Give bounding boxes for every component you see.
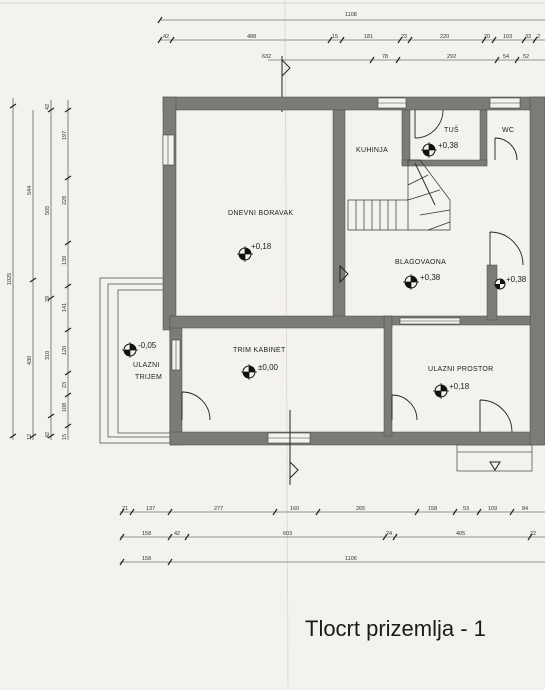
entrance-steps [456,444,533,472]
dim-top-r2-3: 181 [364,34,373,40]
dim-bottom-r1-6: 53 [463,506,469,512]
dim-bottom-r1-8: 84 [522,506,528,512]
dim-top-r2-6: 20 [484,34,490,40]
dim-top-total: 1108 [345,12,357,18]
dimension-lines-left [12,98,69,440]
level-label-boravak: +0,18 [251,242,272,251]
room-label-tus: TUŠ [444,125,459,134]
dim-left-c3-4: 42 [45,432,51,438]
dim-top-r2-1: 488 [247,34,256,40]
dim-top-r2-4: 23 [401,34,407,40]
level-marker-wc-entry [494,278,506,290]
dim-bottom-r1-2: 277 [214,506,223,512]
room-label-wc: WC [502,127,514,134]
dimension-lines-bottom [120,511,545,563]
level-marker-tus [421,142,437,158]
dim-bottom-r1-4: 265 [356,506,365,512]
dim-bottom-r1-7: 109 [488,506,497,512]
walls [162,96,545,446]
dim-bottom-r1-0: 21 [122,506,128,512]
dim-top-r3-2: 292 [447,54,456,60]
dim-top-r2-7: 103 [503,34,512,40]
dim-left-c2-2: 12 [27,434,33,440]
dim-bottom-r2-0: 158 [142,531,151,537]
plan-caption: Tlocrt prizemlja - 1 [305,616,486,641]
room-label-ulazni-prostor: ULAZNI PROSTOR [428,366,494,373]
dim-top-r3-1: 78 [382,54,388,60]
dim-left-c2-1: 430 [27,356,33,365]
dim-bottom-r1-1: 137 [146,506,155,512]
level-marker-trijem [122,342,138,358]
dim-left-c4-6: 108 [62,403,68,412]
room-label-trijem-line2: TRIJEM [135,374,162,381]
dim-bottom-r3-1: 1106 [345,556,357,562]
dim-top-r3-3: 54 [503,54,509,60]
dim-left-c4-3: 141 [62,303,68,312]
dim-bottom-r1-3: 160 [290,506,299,512]
room-label-trijem-line1: ULAZNI [133,362,160,369]
dim-left-c3-1: 505 [45,206,51,215]
staircase [347,159,451,231]
level-marker-boravak [237,246,253,262]
dim-left-c4-5: 23 [62,382,68,388]
dim-left-c4-7: 15 [62,434,68,440]
room-label-kuhinja: KUHINJA [356,147,388,154]
dim-bottom-r2-1: 42 [174,531,180,537]
dim-top-r3-0: 632 [262,54,271,60]
dim-left-c4-2: 139 [62,256,68,265]
level-marker-blagovaona [403,274,419,290]
dim-left-total: 1025 [7,273,13,285]
dim-top-r2-5: 220 [440,34,449,40]
dim-top-r2-0: 42 [163,34,169,40]
dim-left-c3-2: 29 [45,296,51,302]
dim-bottom-r2-4: 405 [456,531,465,537]
dim-left-c4-1: 228 [62,196,68,205]
window-mullions [167,102,520,439]
doors [181,109,524,433]
dim-top-r2-9: 2 [537,34,540,40]
dim-left-c2-0: 544 [27,186,33,195]
dim-bottom-r3-0: 158 [142,556,151,562]
dim-left-c4-4: 120 [62,346,68,355]
paper-fold-vertical [284,0,289,690]
dim-bottom-r1-5: 158 [428,506,437,512]
dim-left-c3-3: 310 [45,351,51,360]
dim-left-c3-0: 42 [45,104,51,110]
interior-marker [339,264,349,284]
level-label-ulazni-prostor: +0,18 [449,382,470,391]
terrace-outline [99,277,171,444]
dim-top-r3-4: 52 [523,54,529,60]
dim-left-c4-0: 197 [62,131,68,140]
room-label-dnevni-boravak: DNEVNI BORAVAK [228,210,293,217]
entry-marker [489,461,501,471]
room-label-trim-kabinet: TRIM KABINET [233,347,286,354]
dim-top-r2-8: 33 [525,34,531,40]
level-label-tus: +0,38 [438,141,459,150]
section-marker-bottom [289,410,299,485]
level-marker-ulazni-prostor [433,383,449,399]
level-marker-trim-kabinet [241,364,257,380]
dim-bottom-r2-5: 22 [530,531,536,537]
dim-bottom-r2-3: 24 [386,531,392,537]
room-label-blagovaona: BLAGOVAONA [395,259,446,266]
dimension-lines-top [160,19,545,61]
dim-top-r2-2: 15 [332,34,338,40]
level-label-trim-kabinet: ±0,00 [258,363,279,372]
level-label-blagovaona: +0,38 [420,273,441,282]
level-label-trijem: -0,05 [138,341,157,350]
level-label-wc-entry: +0,38 [506,275,527,284]
dim-bottom-r2-2: 603 [283,531,292,537]
